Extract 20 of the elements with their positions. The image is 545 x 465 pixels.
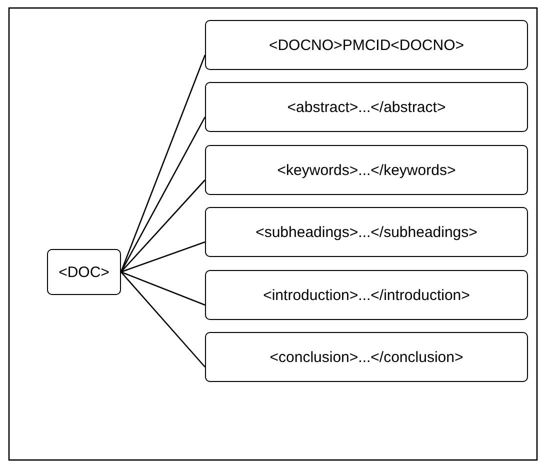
tag-label: <abstract>...</abstract>	[287, 98, 446, 116]
tag-label: <DOC>	[58, 264, 110, 280]
connector-line	[120, 54, 206, 272]
tag-label: <keywords>...</keywords>	[277, 162, 456, 178]
connector-line	[120, 271, 206, 306]
connector-line	[120, 116, 206, 272]
tag-label: <DOCNO>PMCID<DOCNO>	[268, 36, 464, 54]
child-element-box	[205, 270, 528, 320]
child-element-box	[205, 332, 528, 382]
root-element-box	[47, 249, 121, 295]
connector-line	[120, 241, 206, 273]
child-element-box	[205, 82, 528, 132]
child-element-box	[205, 207, 528, 257]
tag-label: <conclusion>...</conclusion>	[270, 348, 464, 366]
connector-line	[120, 180, 206, 272]
child-element-box	[205, 20, 528, 70]
tag-label: <introduction>...</introduction>	[263, 286, 470, 304]
tag-label: <subheadings>...</subheadings>	[256, 224, 478, 240]
child-element-box	[205, 145, 528, 195]
connector-line	[120, 272, 206, 368]
